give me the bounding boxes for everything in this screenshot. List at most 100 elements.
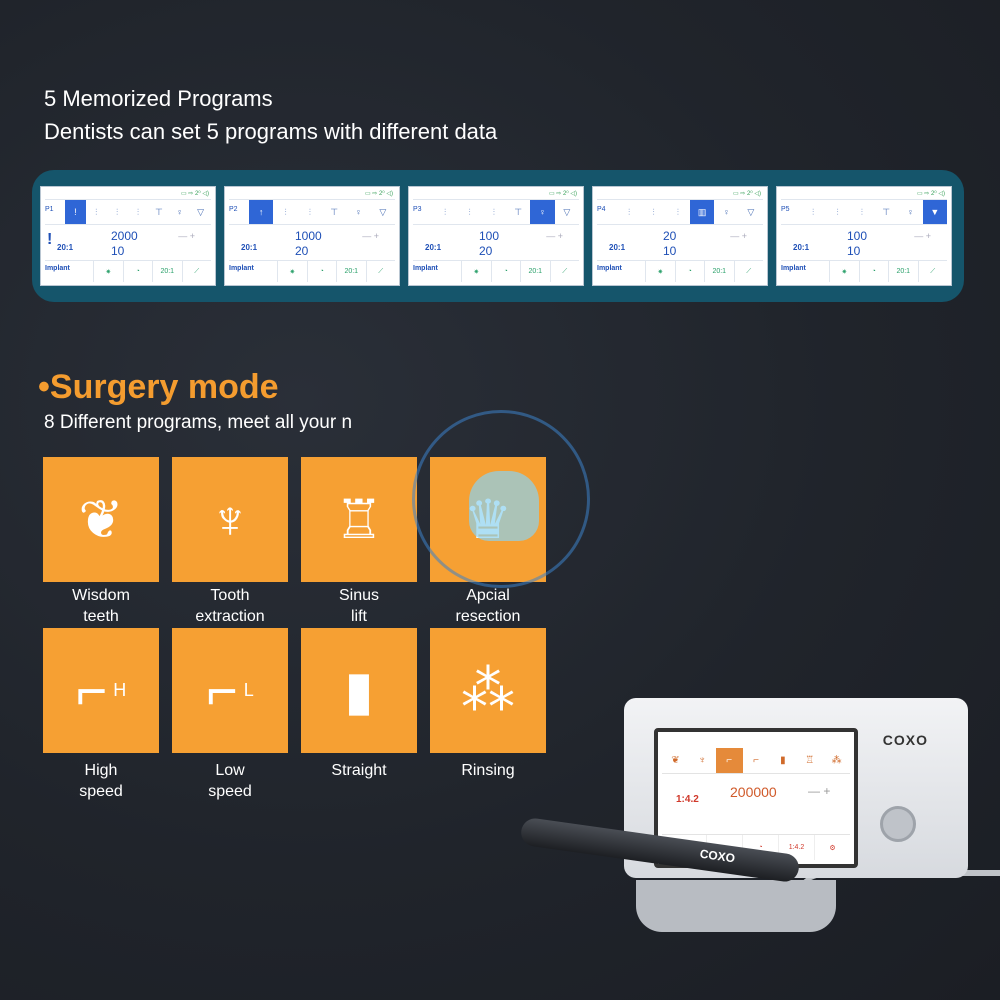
bur-icon-selected[interactable]: ! — [65, 200, 86, 224]
screw-icon[interactable]: ♀ — [176, 207, 184, 217]
gear-ratio: 20:1 — [793, 243, 810, 252]
bur-icon[interactable]: ⫶ — [492, 206, 495, 217]
adjust-controls[interactable]: — + — [362, 231, 379, 241]
program-card-p1: ▭ ⇨ 2⁰ ◁) P1 ! ⫶ ⫶ ⫶ ⊤ ♀ ▽ ! 20:1 2000 1… — [40, 186, 216, 286]
screw-icon[interactable]: ♀ — [355, 207, 362, 217]
graph-icon[interactable]: ⟋ — [181, 261, 212, 282]
screw-icon[interactable]: ♀ — [907, 207, 914, 217]
light-icon[interactable]: ✷ — [93, 261, 123, 282]
funnel-icon[interactable]: ▽ — [747, 206, 755, 217]
status-icons: ▭ ⇨ 2⁰ ◁) — [548, 191, 577, 197]
status-icons: ▭ ⇨ 2⁰ ◁) — [180, 191, 209, 197]
tooth-extraction-tile: ♆ — [172, 457, 288, 582]
funnel-icon[interactable]: ▽ — [197, 206, 205, 217]
tap-icon[interactable]: ⫶ — [308, 206, 311, 217]
wisdom-teeth-tile: ❦ — [43, 457, 159, 582]
program-card-p5: ▭ ⇨ 2⁰ ◁) P5 ⫶ ⫶ ⫶ ⊤ ♀ ▼ 20:1 100 10 — +… — [776, 186, 952, 286]
program-card-p4: ▭ ⇨ 2⁰ ◁) P4 ⫶ ⫶ ⫶ ▥ ♀ ▽ 20:1 20 10 — + … — [592, 186, 768, 286]
program-number: P3 — [413, 206, 422, 213]
implant-icon[interactable]: ⊤ — [154, 206, 163, 217]
tooth-extraction-icon[interactable]: ♆ — [698, 755, 707, 766]
drill-icon[interactable]: ⫶ — [812, 206, 815, 217]
funnel-icon[interactable]: ▽ — [563, 206, 571, 217]
program-icon-row: P1 ! ⫶ ⫶ ⫶ ⊤ ♀ ▽ — [45, 199, 211, 225]
control-knob[interactable] — [880, 806, 916, 842]
speed-value: 2000 — [111, 229, 138, 243]
implant-icon-selected[interactable]: ▥ — [689, 200, 715, 224]
rinsing-icon[interactable]: ⁂ — [831, 755, 842, 766]
gauge-icon[interactable]: ◔ — [490, 261, 521, 282]
tile-label-line2: speed — [208, 783, 252, 800]
program-footer: Implant ✷ ◔ 20:1 ⟋ — [597, 260, 763, 282]
ratio-small: 20:1 — [704, 261, 734, 282]
straight-icon[interactable]: ▮ — [780, 755, 786, 766]
ratio-small: 20:1 — [336, 261, 366, 282]
implant-icon[interactable]: ⊤ — [514, 206, 523, 217]
drill-icon[interactable]: ⫶ — [444, 206, 447, 217]
screen-adjust-controls[interactable]: — + — [808, 784, 831, 798]
ratio-small: 20:1 — [888, 261, 918, 282]
mode-label: Implant — [781, 265, 806, 272]
speed-value: 20 — [663, 229, 677, 243]
wisdom-teeth-icon[interactable]: ❦ — [671, 755, 680, 766]
adjust-controls[interactable]: — + — [546, 231, 563, 241]
bur-icon[interactable]: ⫶ — [860, 206, 863, 217]
tap-icon[interactable]: ⫶ — [652, 206, 655, 217]
light-icon[interactable]: ✷ — [829, 261, 859, 282]
high-speed-tile: ⌐ H — [43, 628, 159, 753]
mode-label: Implant — [597, 265, 622, 272]
graph-icon[interactable]: ⟋ — [917, 261, 948, 282]
tap-icon[interactable]: ⫶ — [136, 206, 140, 217]
graph-icon[interactable]: ⟋ — [549, 261, 580, 282]
tile-label-line2: resection — [455, 608, 521, 625]
light-icon[interactable]: ✷ — [277, 261, 307, 282]
program-footer: Implant ✷ ◔ 20:1 ⟋ — [229, 260, 395, 282]
program-number: P4 — [597, 206, 606, 213]
screw-icon[interactable]: ♀ — [723, 207, 730, 217]
settings-icon[interactable]: ⚙ — [814, 835, 850, 860]
tile-label-line2: extraction — [195, 608, 265, 625]
tile-label-line1: Sinus — [338, 587, 380, 604]
sinus-lift-icon[interactable]: ♖ — [805, 755, 815, 766]
gauge-icon[interactable]: ◔ — [306, 261, 337, 282]
program-footer: Implant ✷ ◔ 20:1 ⟋ — [413, 260, 579, 282]
tile-label-line1: Rinsing — [461, 762, 515, 779]
drill-icon[interactable]: ⫶ — [284, 206, 287, 217]
low-speed-icon[interactable]: ⌐ — [753, 755, 759, 766]
adjust-controls[interactable]: — + — [178, 231, 195, 241]
status-icons: ▭ ⇨ 2⁰ ◁) — [916, 191, 945, 197]
gauge-icon[interactable]: ◔ — [122, 261, 153, 282]
light-icon[interactable]: ✷ — [645, 261, 675, 282]
bur-icon[interactable]: ⫶ — [95, 206, 98, 217]
intro-text: 5 Memorized Programs Dentists can set 5 … — [44, 82, 497, 148]
funnel-icon-selected[interactable]: ▼ — [922, 200, 947, 224]
speed-value: 100 — [847, 229, 868, 243]
apical-resection-label: Apcial resection — [430, 585, 546, 627]
rinsing-label: Rinsing — [430, 760, 546, 781]
graph-icon[interactable]: ⟋ — [733, 261, 764, 282]
adjust-controls[interactable]: — + — [730, 231, 747, 241]
speed-value: 1000 — [295, 229, 322, 243]
high-speed-label: High speed — [43, 760, 159, 802]
tap-icon[interactable]: ⫶ — [468, 206, 471, 217]
drill-icon[interactable]: ⫶ — [116, 206, 119, 217]
gear-ratio: 20:1 — [609, 243, 626, 252]
screen-icon-row: ❦ ♆ ⌐ ⌐ ▮ ♖ ⁂ — [662, 748, 850, 774]
implant-icon[interactable]: ⊤ — [882, 206, 891, 217]
adjust-controls[interactable]: — + — [914, 231, 931, 241]
bur-icon[interactable]: ⫶ — [676, 206, 679, 217]
drill-icon-selected[interactable]: ↑ — [249, 200, 274, 224]
program-icon-row: P5 ⫶ ⫶ ⫶ ⊤ ♀ ▼ — [781, 199, 947, 225]
screw-icon-selected[interactable]: ♀ — [530, 200, 555, 224]
funnel-icon[interactable]: ▽ — [379, 206, 387, 217]
drill-icon[interactable]: ⫶ — [628, 206, 631, 217]
high-speed-icon-selected[interactable]: ⌐ — [715, 748, 743, 773]
implant-icon[interactable]: ⊤ — [330, 206, 339, 217]
gauge-icon[interactable]: ◔ — [858, 261, 889, 282]
tap-icon[interactable]: ⫶ — [836, 206, 839, 217]
straight-handpiece-icon: ▮ — [344, 661, 374, 721]
torque-value: 20 — [479, 244, 493, 258]
graph-icon[interactable]: ⟋ — [365, 261, 396, 282]
gauge-icon[interactable]: ◔ — [674, 261, 705, 282]
light-icon[interactable]: ✷ — [461, 261, 491, 282]
